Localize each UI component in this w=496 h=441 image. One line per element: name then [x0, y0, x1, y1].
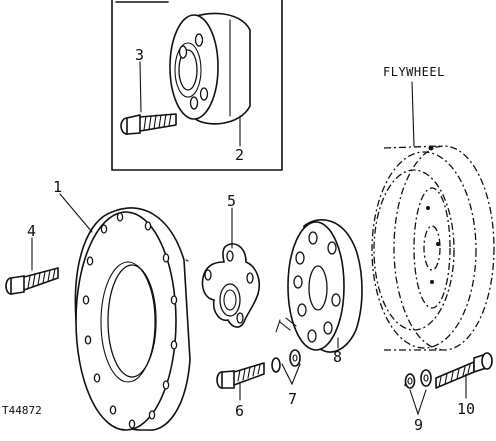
callout-1: 1: [53, 178, 62, 196]
callout-4: 4: [27, 222, 36, 240]
cap-screw-icon: [120, 113, 177, 135]
figure-id: T44872: [2, 404, 42, 417]
leader-lines: [31, 61, 467, 416]
callout-7: 7: [288, 390, 297, 408]
callout-3: 3: [135, 46, 144, 64]
coupler-icon: [287, 218, 363, 353]
lock-washer-icon: [404, 369, 432, 389]
callout-5: 5: [227, 192, 236, 210]
callout-10: 10: [457, 400, 475, 418]
callout-9: 9: [414, 416, 423, 434]
adapter-plate-icon: [74, 207, 191, 431]
cap-screw-icon: [5, 267, 59, 295]
callout-8: 8: [333, 348, 342, 366]
callout-6: 6: [235, 402, 244, 420]
cap-screw-icon: [216, 317, 301, 389]
hub-coupler-icon: [169, 12, 251, 125]
callout-2: 2: [235, 146, 244, 164]
flywheel-outline: [371, 145, 495, 351]
cap-screw-icon: [435, 352, 493, 389]
drive-hub-icon: [201, 243, 261, 328]
flywheel-reference-label: FLYWHEEL: [383, 65, 445, 79]
inset-detail-box: [111, 0, 283, 171]
